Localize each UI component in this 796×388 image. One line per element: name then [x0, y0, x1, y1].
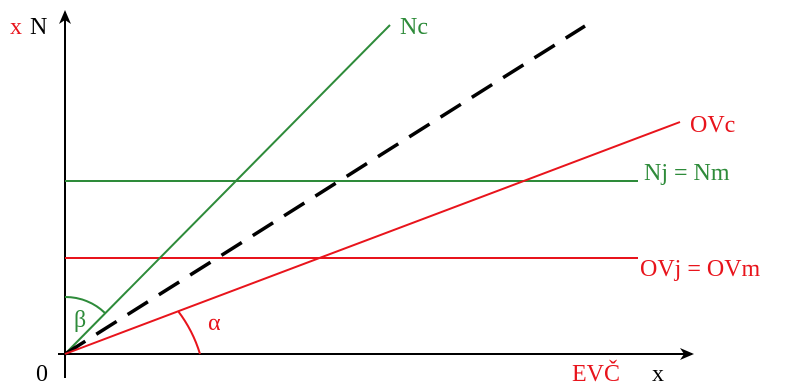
label-ovc: OVc	[690, 112, 735, 138]
angle-arc-alpha	[177, 310, 201, 355]
angle-label-beta: β	[74, 307, 86, 333]
line-ovc	[64, 121, 681, 355]
angle-label-alpha: α	[208, 310, 221, 336]
x-axis-label-evc: EVČ	[572, 360, 620, 387]
label-ovj-ovm: OVj = OVm	[640, 256, 761, 282]
angle-arc-beta	[64, 295, 106, 314]
y-axis-label-n: N	[30, 14, 47, 40]
label-nj-nm: Nj = Nm	[644, 160, 730, 186]
x-axis-label-x: x	[652, 361, 664, 387]
label-nc: Nc	[400, 14, 428, 40]
line-dashed-45	[64, 24, 586, 356]
line-nc	[64, 24, 391, 355]
origin-label: 0	[36, 361, 48, 387]
y-axis-label-x: x	[10, 14, 22, 40]
